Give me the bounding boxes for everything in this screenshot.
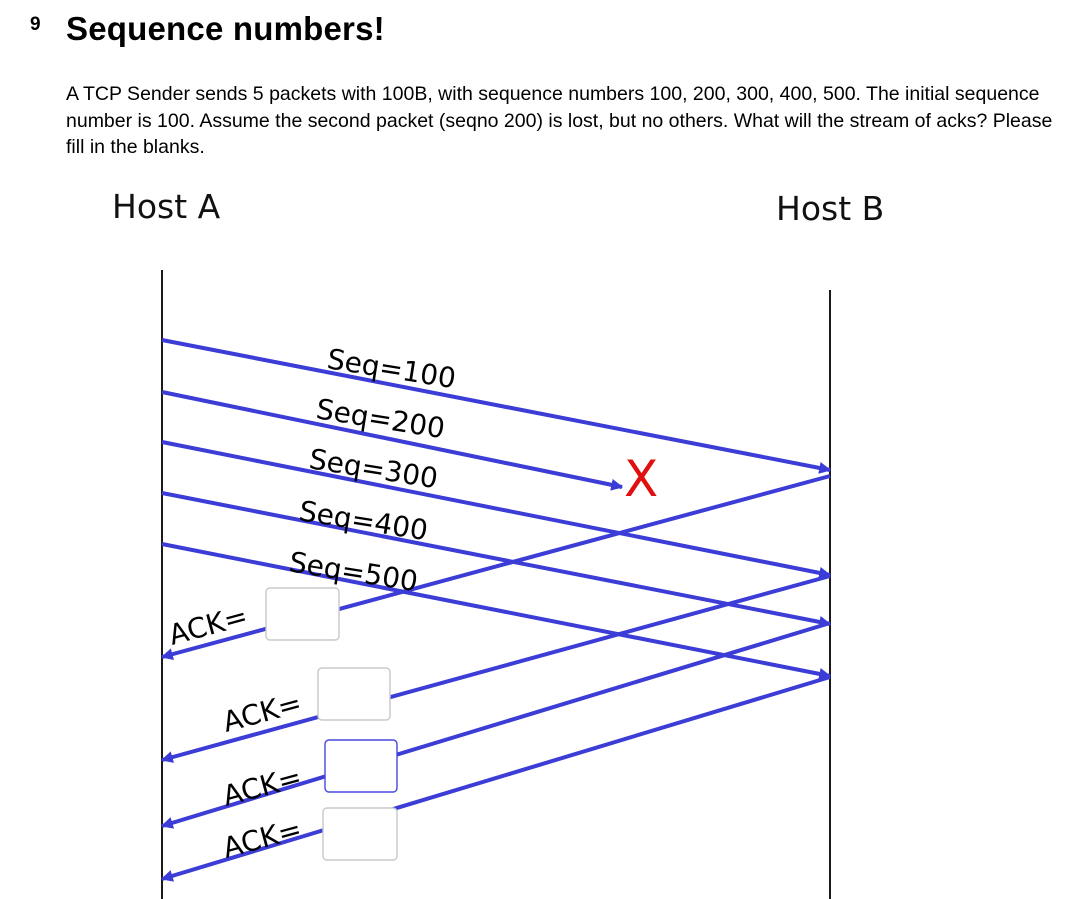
seq-label-400: Seq=400 [297,494,430,547]
packet-arrow-seq-200-lost [161,390,624,491]
question-title: Sequence numbers! [66,10,385,47]
host-b-label: Host B [776,189,884,228]
question-number: 9 [30,14,41,35]
packet-arrow-seq-400 [161,491,832,628]
ack-2-answer-field[interactable] [317,667,391,721]
ack-3-answer-field[interactable] [324,739,398,793]
ack-arrow-2 [160,574,831,763]
question-text: A TCP Sender sends 5 packets with 100B, … [66,83,1053,158]
ack-arrow-3 [160,621,831,829]
ack-4-answer-field[interactable] [322,807,398,861]
seq-label-100: Seq=100 [325,342,458,395]
ack-arrow-4 [160,675,831,882]
ack-label-3: ACK= [219,760,305,813]
packet-arrow-seq-500 [161,542,832,680]
seq-label-300: Seq=300 [307,442,440,495]
packet-loss-marker: X [624,450,658,508]
ack-1-answer-field[interactable] [265,587,340,641]
packet-arrow-seq-300 [161,440,832,579]
packet-arrow-seq-100 [161,338,832,474]
host-a-label: Host A [112,187,221,226]
ack-label-4: ACK= [219,812,305,865]
ack-arrow-1 [160,474,831,660]
